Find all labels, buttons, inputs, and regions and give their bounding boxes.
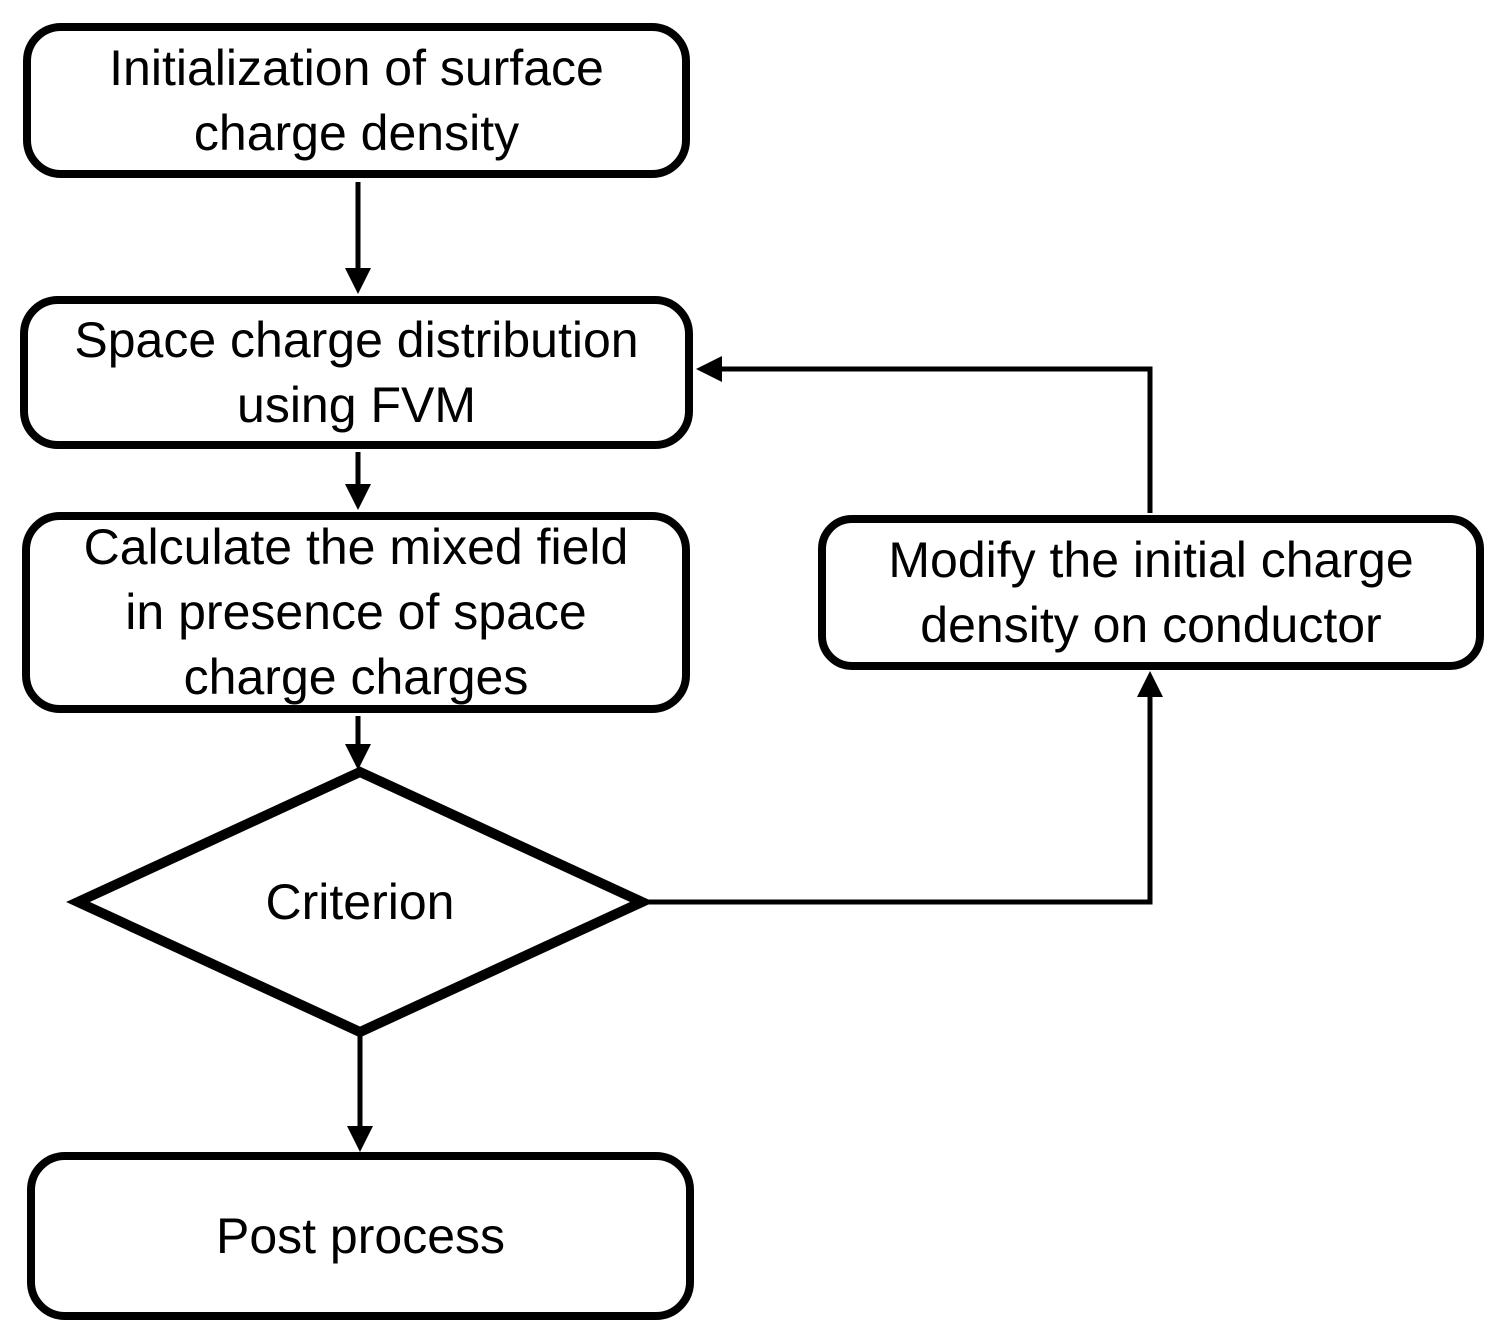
node-label-line: using FVM (237, 376, 476, 433)
flow-node-space-charge-fvm: Space charge distribution using FVM (20, 296, 693, 449)
arrowhead-criterion-to-post (347, 1126, 373, 1152)
node-label-line: Initialization of surface (109, 39, 604, 96)
node-label-line: Space charge distribution (74, 311, 639, 368)
flow-node-initialization: Initialization of surface charge density (23, 23, 690, 178)
node-label-line: Post process (215, 1207, 505, 1264)
node-label-line: Calculate the mixed field (83, 519, 629, 575)
node-label-line: Modify the initial charge (888, 531, 1414, 588)
arrowhead-modify-to-fvm (696, 356, 722, 382)
arrowhead-fvm-to-field (345, 484, 371, 510)
flow-node-post-process: Post process (27, 1152, 694, 1320)
connector-modify-to-fvm (722, 366, 1153, 513)
flow-node-modify-charge-density: Modify the initial charge density on con… (818, 515, 1484, 670)
arrowhead-init-to-fvm (345, 268, 371, 294)
connector-criterion-to-modify (646, 697, 1153, 905)
arrowhead-field-to-criterion (345, 744, 371, 770)
node-label-line: density on conductor (920, 596, 1382, 653)
node-label-line: charge charges (183, 649, 529, 705)
criterion-diamond-shape (66, 766, 654, 1038)
arrowhead-criterion-to-modify (1137, 671, 1163, 697)
node-label-line: in presence of space (125, 584, 587, 640)
node-label-line: charge density (193, 104, 520, 161)
flow-node-calculate-mixed-field: Calculate the mixed field in presence of… (22, 512, 690, 713)
